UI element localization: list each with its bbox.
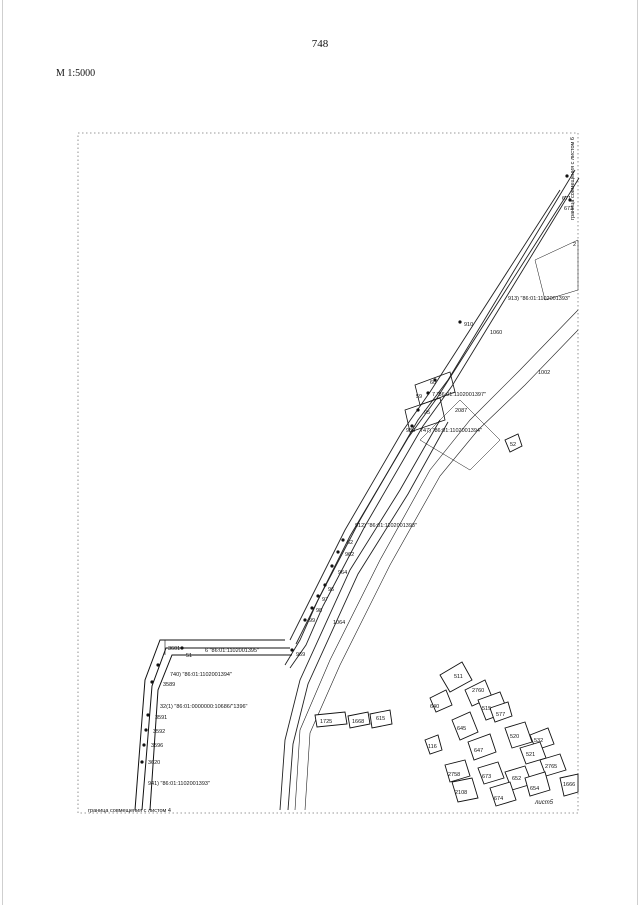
boundary-points xyxy=(140,174,572,764)
block-1060: 1060 xyxy=(490,330,502,336)
scan-edge-left xyxy=(2,0,3,905)
block-1668: 1668 xyxy=(352,719,364,725)
boundary-note: граница совмещения с листом 4 xyxy=(88,808,171,814)
label-parcel-747: 747) "86:01:1102001394" xyxy=(420,428,482,434)
point-962: 962 xyxy=(345,552,354,558)
block-1002: 1002 xyxy=(538,370,550,376)
block-1725: 1725 xyxy=(320,719,332,725)
point-964: 964 xyxy=(338,570,347,576)
point-3601: 3601 xyxy=(168,646,180,652)
label-parcel-941: 941) "86:01:1102001393" xyxy=(148,781,210,787)
point-969: 969 xyxy=(296,652,305,658)
block-577: 577 xyxy=(496,712,505,718)
scan-edge-right xyxy=(637,0,638,905)
label-parcel-6: 6 "86:01:1102001395" xyxy=(205,648,259,654)
block-652: 652 xyxy=(512,776,521,782)
block-1666: 1666 xyxy=(563,782,575,788)
label-parcel-913: 913) "86:01:1102001393" xyxy=(508,296,570,302)
side-note: граница совмещения с листом 6 xyxy=(570,137,576,220)
map-frame xyxy=(77,132,579,814)
block-615: 615 xyxy=(376,716,385,722)
block-116: 116 xyxy=(428,744,437,750)
block-532: 532 xyxy=(534,738,543,744)
block-674: 674 xyxy=(494,796,503,802)
block-654: 654 xyxy=(530,786,539,792)
label-parcel-912: 912) "86:01:1102001393" xyxy=(355,523,417,529)
label-parcel-32: 32(1) "86:01:0000000:10686/"1396" xyxy=(160,704,248,710)
block-647: 647 xyxy=(474,748,483,754)
corridor-left xyxy=(134,639,292,811)
block-520: 520 xyxy=(510,734,519,740)
block-2765: 2765 xyxy=(545,764,557,770)
block-2087: 2087 xyxy=(455,408,467,414)
point-59: 59 xyxy=(416,394,422,400)
block-2108: 2108 xyxy=(455,790,467,796)
page-number: 748 xyxy=(311,38,329,50)
point-62: 62 xyxy=(347,540,353,546)
point-3589: 3589 xyxy=(163,682,175,688)
point-96: 96 xyxy=(328,587,334,593)
block-2758: 2758 xyxy=(448,772,460,778)
point-936: 936 xyxy=(406,428,415,434)
point-3620: 3620 xyxy=(148,760,160,766)
point-97: 97 xyxy=(322,597,328,603)
block-521: 521 xyxy=(526,752,535,758)
map-scale: M 1:5000 xyxy=(56,68,96,79)
point-99: 99 xyxy=(309,618,315,624)
sheet-label: лист5 xyxy=(534,800,554,806)
block-645: 645 xyxy=(457,726,466,732)
point-98: 98 xyxy=(316,608,322,614)
block-640: 640 xyxy=(430,704,439,710)
road-lines xyxy=(279,169,580,811)
point-3592: 3592 xyxy=(153,729,165,735)
label-parcel-740: 740) "86:01:1102001394" xyxy=(170,672,232,678)
buildings xyxy=(314,433,579,807)
block-511: 511 xyxy=(454,674,463,680)
point-51: 51 xyxy=(186,653,192,659)
point-3591: 3591 xyxy=(155,715,167,721)
block-1064: 1064 xyxy=(333,620,345,626)
point-910: 910 xyxy=(464,322,473,328)
block-2760: 2760 xyxy=(472,688,484,694)
point-671: 671 xyxy=(562,196,571,202)
block-673: 673 xyxy=(482,774,491,780)
point-3596: 3596 xyxy=(151,743,163,749)
point-60: 60 xyxy=(430,380,436,386)
block-2: 2 xyxy=(573,242,576,248)
point-673: 673 xyxy=(564,206,573,212)
point-95: 95 xyxy=(424,410,430,416)
parcel-blocks-upper xyxy=(404,239,579,471)
block-52: 52 xyxy=(510,442,516,448)
map-labels: 913) "86:01:1102001393" 7 "86:01:1102001… xyxy=(88,137,576,814)
block-515: 515 xyxy=(482,706,491,712)
label-parcel-7: 7 "86:01:1102001397" xyxy=(432,392,486,398)
